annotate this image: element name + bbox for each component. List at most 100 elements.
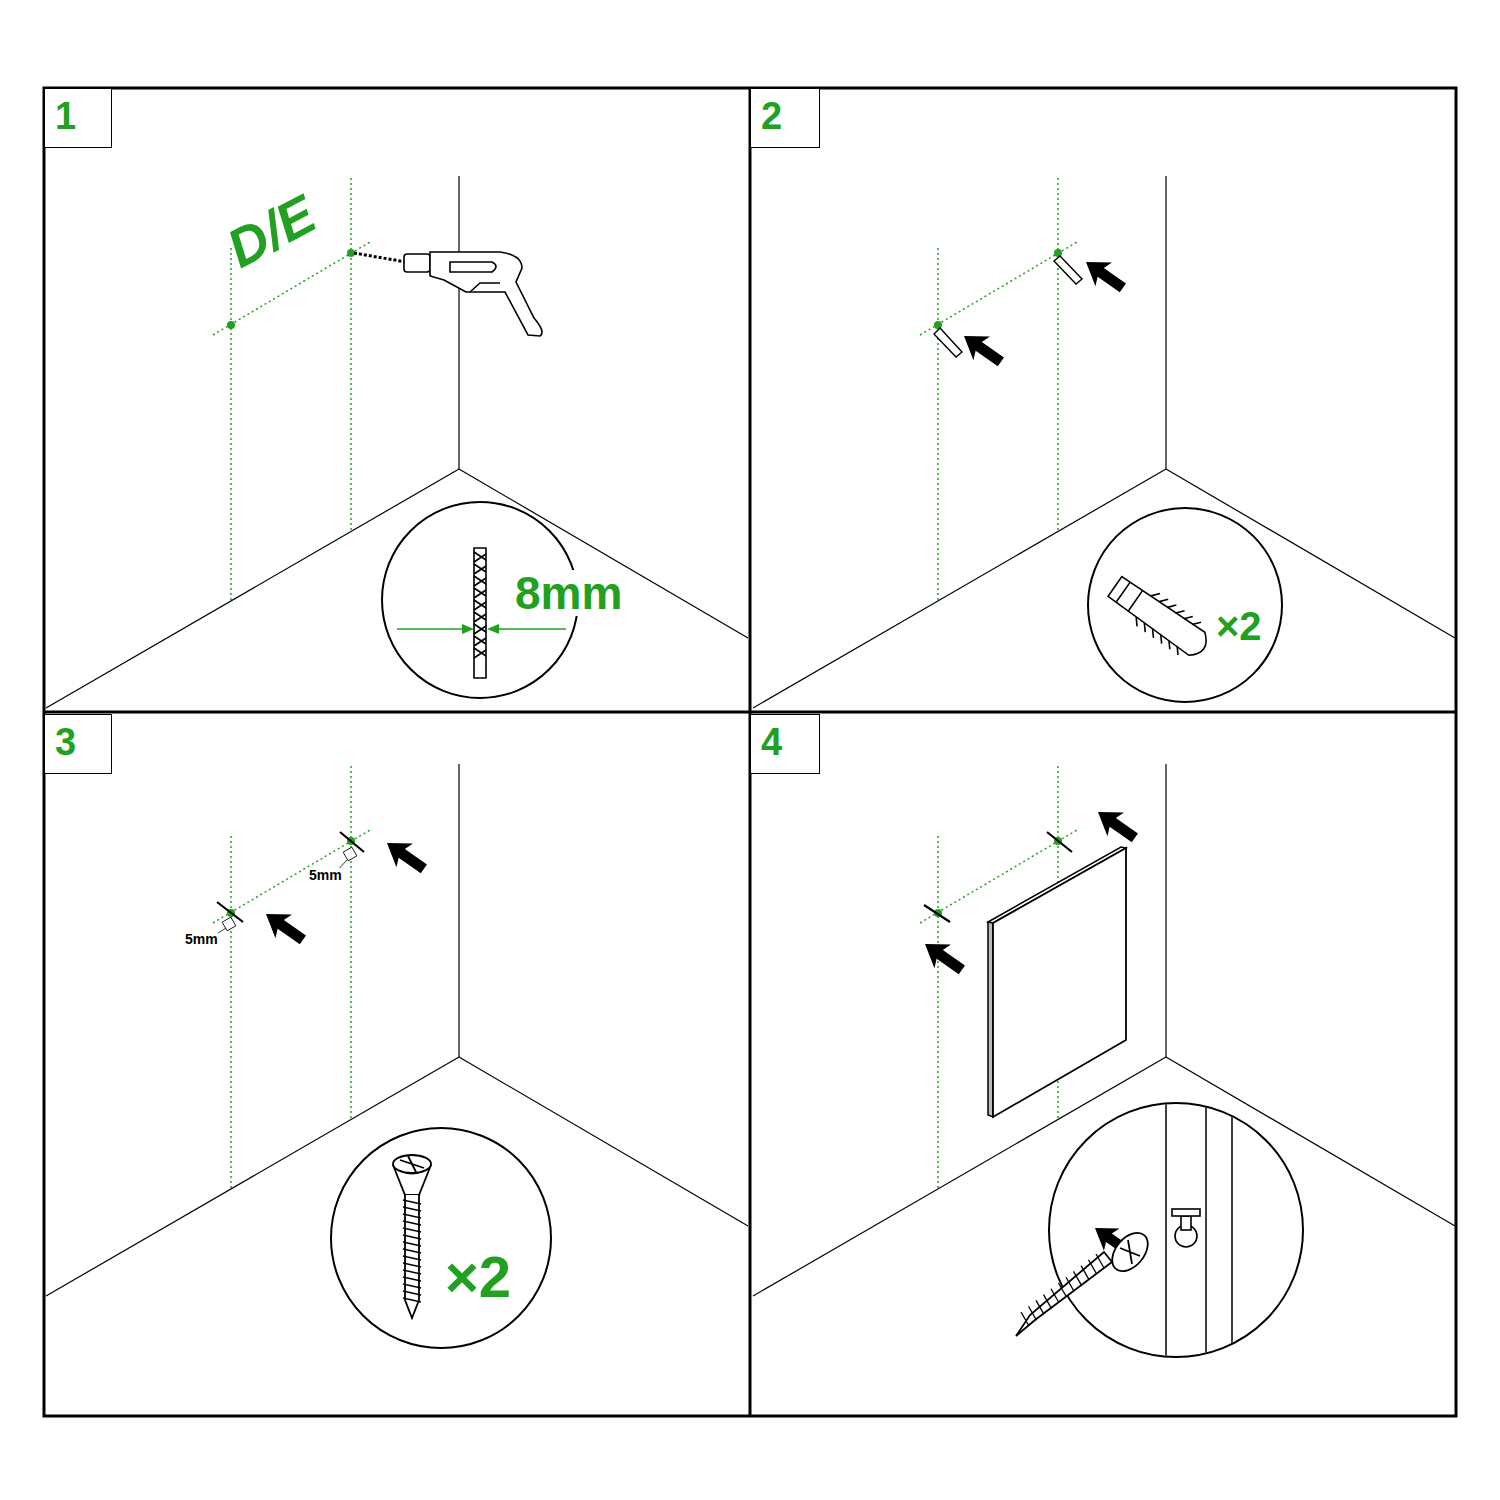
illustration-part xyxy=(403,1207,421,1211)
illustration-part xyxy=(1054,256,1082,284)
illustration-part xyxy=(403,1263,421,1267)
hole-spacing: D/E xyxy=(219,186,324,276)
illustration-part xyxy=(474,564,486,574)
illustration-part xyxy=(937,836,939,1188)
illustration-part xyxy=(403,1221,421,1225)
illustration-part xyxy=(1165,176,1166,469)
illustration-part xyxy=(354,252,542,336)
illustration-part xyxy=(993,848,1126,1117)
illustration-part xyxy=(1140,596,1168,632)
illustration-part xyxy=(403,1200,421,1204)
illustration-part xyxy=(474,648,486,658)
illustration-part xyxy=(924,905,950,922)
illustration-part xyxy=(934,328,962,357)
illustration-part xyxy=(494,628,566,630)
illustration-part xyxy=(1105,1226,1155,1278)
detail-note: ×2 xyxy=(443,1248,513,1306)
illustration-part xyxy=(1054,249,1062,257)
illustration-part xyxy=(403,1277,421,1281)
illustration-part xyxy=(1078,250,1131,299)
step-number: 1 xyxy=(55,97,76,135)
illustration-part xyxy=(403,1228,421,1232)
illustration-part xyxy=(937,248,939,600)
illustration-part xyxy=(920,178,1077,600)
illustration-part xyxy=(403,1256,421,1260)
illustration-part xyxy=(1205,1100,1207,1360)
illustration-part xyxy=(230,248,232,600)
illustration-part xyxy=(1132,590,1201,655)
illustration-part xyxy=(474,636,486,646)
illustration-part xyxy=(1166,1100,1232,1360)
illustration-part xyxy=(1120,1240,1140,1264)
illustration-part xyxy=(350,178,352,530)
illustration-part xyxy=(1089,1260,1097,1274)
illustration-part xyxy=(350,766,352,1118)
illustration-part xyxy=(462,624,474,634)
step-number-box: 4 xyxy=(750,714,820,774)
illustration-part xyxy=(347,249,355,257)
illustration-part xyxy=(1181,1216,1191,1230)
illustration-part xyxy=(1172,1209,1200,1216)
illustration-part xyxy=(1088,508,1282,702)
illustration-part xyxy=(917,932,970,981)
illustration-part xyxy=(403,1242,421,1246)
illustration-part xyxy=(458,764,459,1057)
illustration-part xyxy=(474,612,486,622)
illustration-part xyxy=(397,628,466,630)
illustration-part xyxy=(1081,1266,1089,1280)
illustration-part xyxy=(400,1156,424,1172)
illustration-part xyxy=(227,321,235,329)
illustration-part xyxy=(1021,1312,1029,1326)
illustration-part xyxy=(1016,1226,1155,1336)
illustration-part xyxy=(1173,619,1201,655)
illustration-part xyxy=(44,88,1456,1416)
illustration-part xyxy=(403,1249,421,1253)
illustration-part xyxy=(403,1270,421,1274)
illustration-part xyxy=(470,283,500,292)
illustration-part xyxy=(217,832,364,922)
illustration-part xyxy=(1066,1277,1074,1291)
dimension: 5mm xyxy=(185,932,218,946)
illustration-part xyxy=(1047,832,1072,852)
illustration-part xyxy=(450,262,496,272)
step-number-box: 2 xyxy=(750,88,820,148)
step-number-box: 1 xyxy=(44,88,112,148)
illustration-part xyxy=(1165,613,1193,649)
illustration-part xyxy=(403,1235,421,1239)
illustration-part xyxy=(1149,602,1177,638)
illustration-part xyxy=(393,1155,431,1173)
illustration-part xyxy=(474,624,486,634)
detail-note: ×2 xyxy=(1214,606,1264,646)
illustration-part xyxy=(1103,570,1215,665)
step-number: 2 xyxy=(761,97,782,135)
illustration-part xyxy=(1132,590,1160,626)
detail-circle: ×2 xyxy=(331,1128,551,1348)
illustration-part xyxy=(403,1284,421,1288)
illustration-part xyxy=(46,176,748,708)
detail-circle: 8mm xyxy=(382,502,578,698)
illustration-part xyxy=(474,600,486,610)
illustration-part xyxy=(474,548,486,678)
illustration-part xyxy=(343,847,357,861)
illustration-part xyxy=(393,1155,431,1318)
illustration-part xyxy=(258,902,311,951)
illustration-part xyxy=(1107,575,1212,660)
illustration-part xyxy=(331,1128,551,1348)
illustration-part xyxy=(403,1298,421,1302)
illustration-part xyxy=(379,831,432,880)
illustration-part xyxy=(1029,1306,1037,1320)
illustration-part xyxy=(1059,1283,1067,1297)
dimension: 5mm xyxy=(309,868,342,882)
illustration-part xyxy=(934,256,1082,357)
illustration-part xyxy=(213,830,370,923)
illustration-part xyxy=(458,176,459,469)
illustration-part xyxy=(956,324,1009,373)
illustration-part xyxy=(403,1214,421,1218)
illustration-part xyxy=(354,253,406,262)
illustration-part xyxy=(474,548,486,678)
illustration-part xyxy=(1074,1271,1082,1285)
detail-note: 8mm xyxy=(513,570,624,616)
illustration-part xyxy=(1096,1254,1104,1268)
illustration-part xyxy=(487,624,499,634)
illustration-part xyxy=(474,576,486,586)
